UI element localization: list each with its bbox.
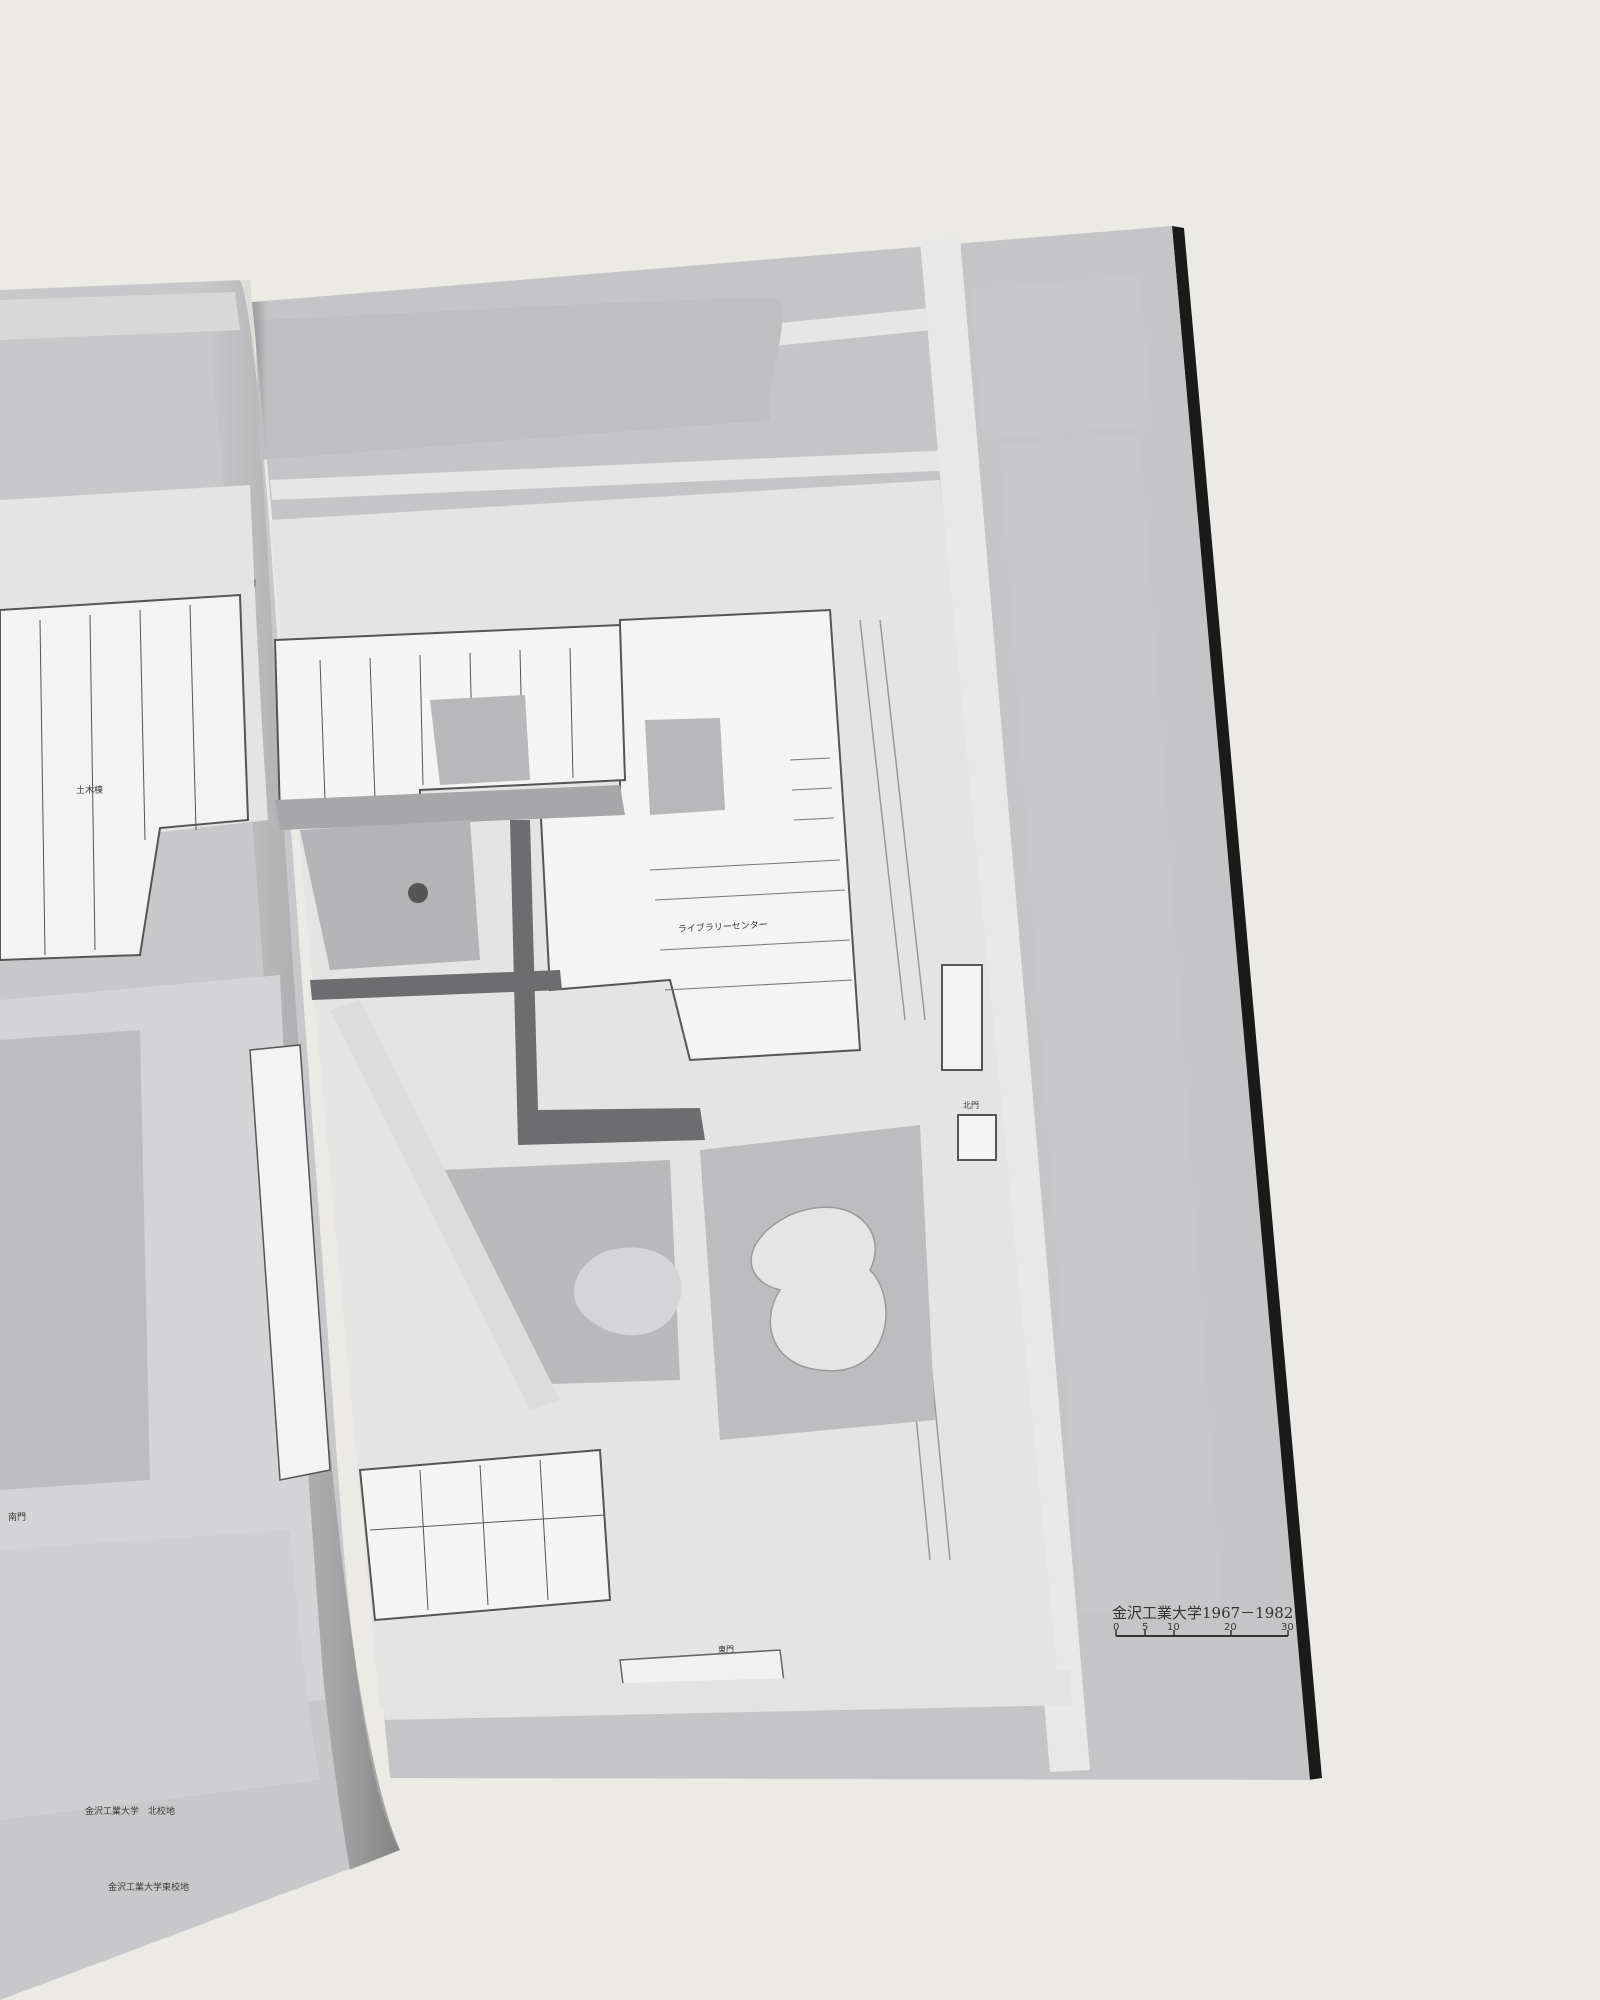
label-north-campus: 金沢工業大学 北校地: [85, 1805, 175, 1817]
scale-tick-label: 0: [1113, 1622, 1119, 1633]
label-doboku-building: 土木棟: [76, 784, 103, 796]
site-plan-left: 土木棟 南門 金沢工業大学 北校地 金沢工業大学東校地: [0, 292, 331, 1893]
east-avenue: [920, 238, 1090, 1772]
east-small-building: [941, 964, 983, 1071]
south-road: [380, 1670, 1072, 1720]
label-east-gate: 東門: [718, 1644, 734, 1654]
pond: [750, 1206, 887, 1372]
caption-title: 金沢工業大学1967－1982: [1112, 1604, 1293, 1622]
book-cover-edge: [1172, 226, 1322, 1780]
caption: 金沢工業大学1967－1982 0 5 10 20 30: [1112, 1604, 1294, 1637]
label-south-gate: 南門: [8, 1511, 26, 1523]
river: [255, 298, 783, 460]
site-plan-right: 西門 ライブラリーセンター 北門 東門: [238, 238, 1222, 1772]
label-east-campus: 金沢工業大学東校地: [108, 1881, 189, 1893]
label-north-gate: 北門: [963, 1101, 979, 1110]
scale-ticks: [1115, 1630, 1289, 1636]
scale-tick-label: 10: [1167, 1622, 1180, 1633]
scale-tick-label: 20: [1224, 1622, 1237, 1633]
scale-tick-label: 5: [1142, 1622, 1148, 1633]
scale-tick-label: 30: [1281, 1622, 1294, 1633]
water-channel: [510, 820, 705, 1145]
left-buildings: [0, 593, 250, 962]
